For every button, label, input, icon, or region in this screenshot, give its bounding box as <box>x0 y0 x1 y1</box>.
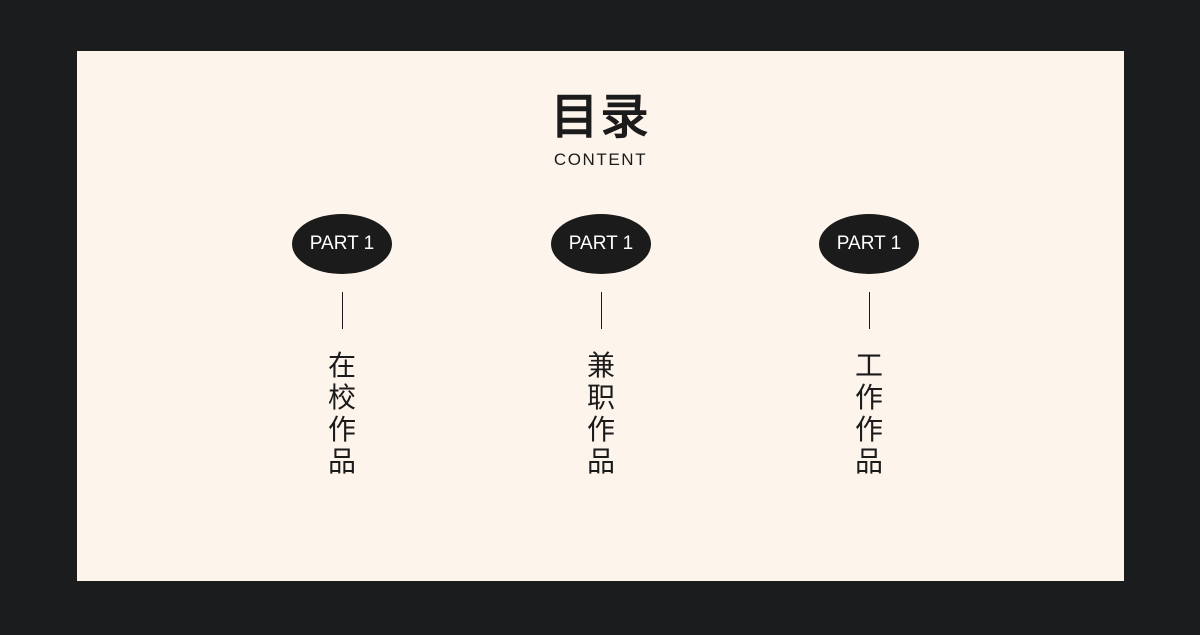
section-title-char: 职 <box>586 381 615 414</box>
section-title-char: 品 <box>586 445 615 478</box>
page-title: 目录 <box>550 89 651 145</box>
section-title-char: 工 <box>854 349 883 382</box>
section-title-char: 作 <box>854 413 883 446</box>
section-title: 兼 职 作 品 <box>551 350 651 478</box>
connector-line <box>341 292 343 329</box>
connector-line <box>868 292 870 329</box>
section-title-char: 校 <box>327 381 356 414</box>
section-title-char: 兼 <box>586 349 615 382</box>
section-title-char: 在 <box>327 349 356 382</box>
section-title-char: 品 <box>327 445 356 478</box>
section-1: PART 1 在 校 作 品 <box>292 214 392 514</box>
part-badge: PART 1 <box>292 214 392 274</box>
page-subtitle: CONTENT <box>553 150 648 169</box>
section-title: 在 校 作 品 <box>292 350 392 478</box>
section-3: PART 1 工 作 作 品 <box>819 214 919 514</box>
part-badge: PART 1 <box>551 214 651 274</box>
part-badge: PART 1 <box>819 214 919 274</box>
section-2: PART 1 兼 职 作 品 <box>551 214 651 514</box>
connector-line <box>600 292 602 329</box>
section-title-char: 品 <box>854 445 883 478</box>
section-title-char: 作 <box>586 413 615 446</box>
slide: 目录 CONTENT PART 1 在 校 作 品 PART 1 兼 职 作 品… <box>77 51 1124 581</box>
section-title: 工 作 作 品 <box>819 350 919 478</box>
section-title-char: 作 <box>854 381 883 414</box>
section-title-char: 作 <box>327 413 356 446</box>
